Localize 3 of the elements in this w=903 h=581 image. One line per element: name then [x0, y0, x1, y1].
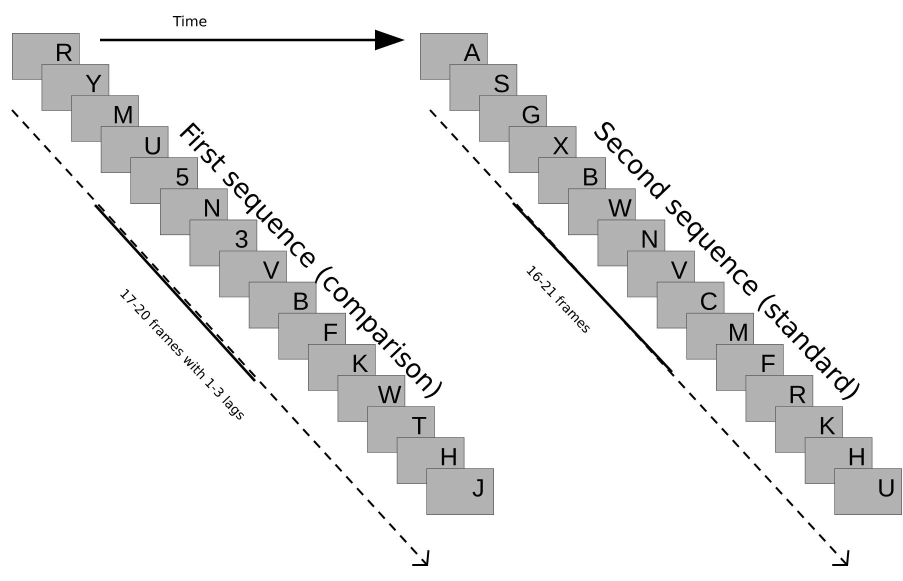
letter-frame: J — [426, 468, 494, 515]
time-label: Time — [172, 16, 206, 26]
letter-frame: U — [834, 468, 902, 515]
